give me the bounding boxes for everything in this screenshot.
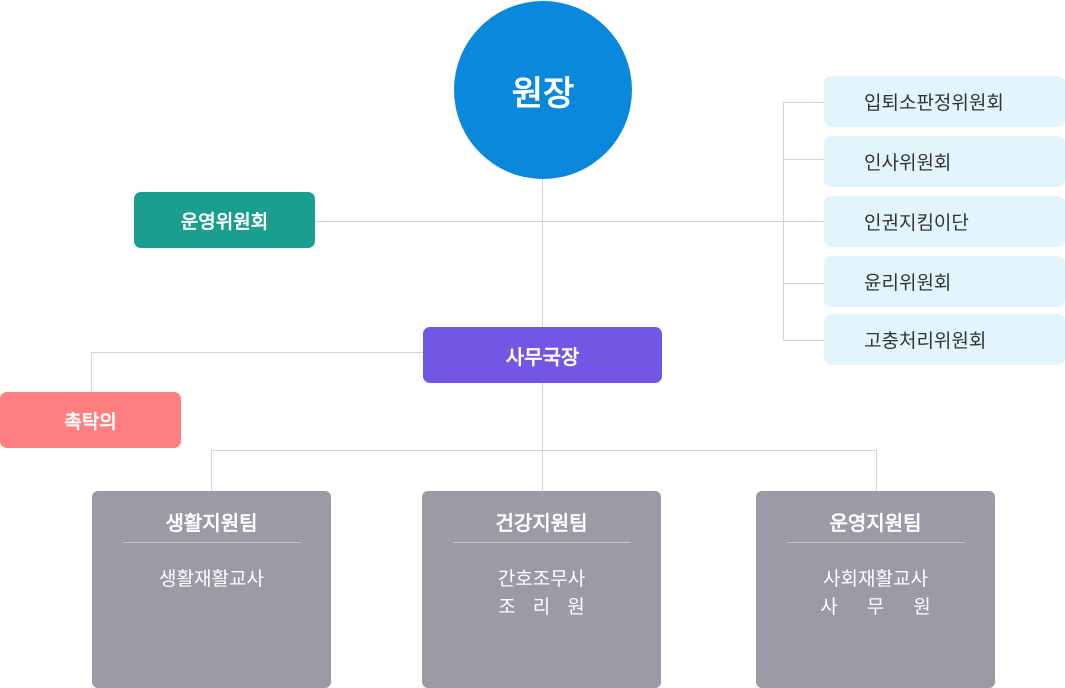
operating-committee-node: 운영위원회 (134, 192, 315, 248)
operating-committee-label: 운영위원회 (180, 210, 269, 233)
team-title: 생활지원팀 (165, 511, 258, 535)
committee-label: 입퇴소판정위원회 (864, 92, 1004, 114)
team-title: 건강지원팀 (495, 511, 588, 535)
committee-label: 인권지킴이단 (864, 212, 969, 234)
team-health-support: 건강지원팀 간호조무사 조리원 (422, 491, 661, 688)
staff-role: 사회재활교사 (823, 568, 928, 590)
staff-role: 간호조무사 (497, 568, 586, 590)
secretary-general-label: 사무국장 (505, 344, 580, 369)
staff-role: 조리원 (498, 596, 602, 618)
director-node: 원장 (454, 1, 632, 179)
team-divider (122, 542, 301, 543)
committee-ethics: 윤리위원회 (824, 256, 1065, 307)
team-life-support: 생활지원팀 생활재활교사 (92, 491, 331, 688)
team-staff: 사회재활교사 사무원 (756, 565, 995, 621)
team-title: 운영지원팀 (829, 511, 922, 535)
team-operation-support: 운영지원팀 사회재활교사 사무원 (756, 491, 995, 688)
committee-human-rights: 인권지킴이단 (824, 196, 1065, 247)
team-divider (452, 542, 631, 543)
committee-grievance: 고충처리위원회 (824, 314, 1065, 365)
committee-personnel: 인사위원회 (824, 136, 1065, 187)
committee-label: 인사위원회 (864, 152, 952, 174)
advisor-label: 촉탁의 (64, 410, 117, 433)
advisor-node: 촉탁의 (0, 392, 181, 448)
secretary-general-node: 사무국장 (423, 327, 662, 383)
committee-label: 고충처리위원회 (864, 330, 987, 352)
team-staff: 생활재활교사 (92, 565, 331, 593)
staff-role: 사무원 (820, 596, 960, 618)
committee-admission: 입퇴소판정위원회 (824, 76, 1065, 127)
committee-label: 윤리위원회 (864, 272, 952, 294)
director-label: 원장 (511, 73, 575, 114)
team-divider (786, 542, 965, 543)
team-staff: 간호조무사 조리원 (422, 565, 661, 621)
staff-role: 생활재활교사 (159, 568, 264, 590)
